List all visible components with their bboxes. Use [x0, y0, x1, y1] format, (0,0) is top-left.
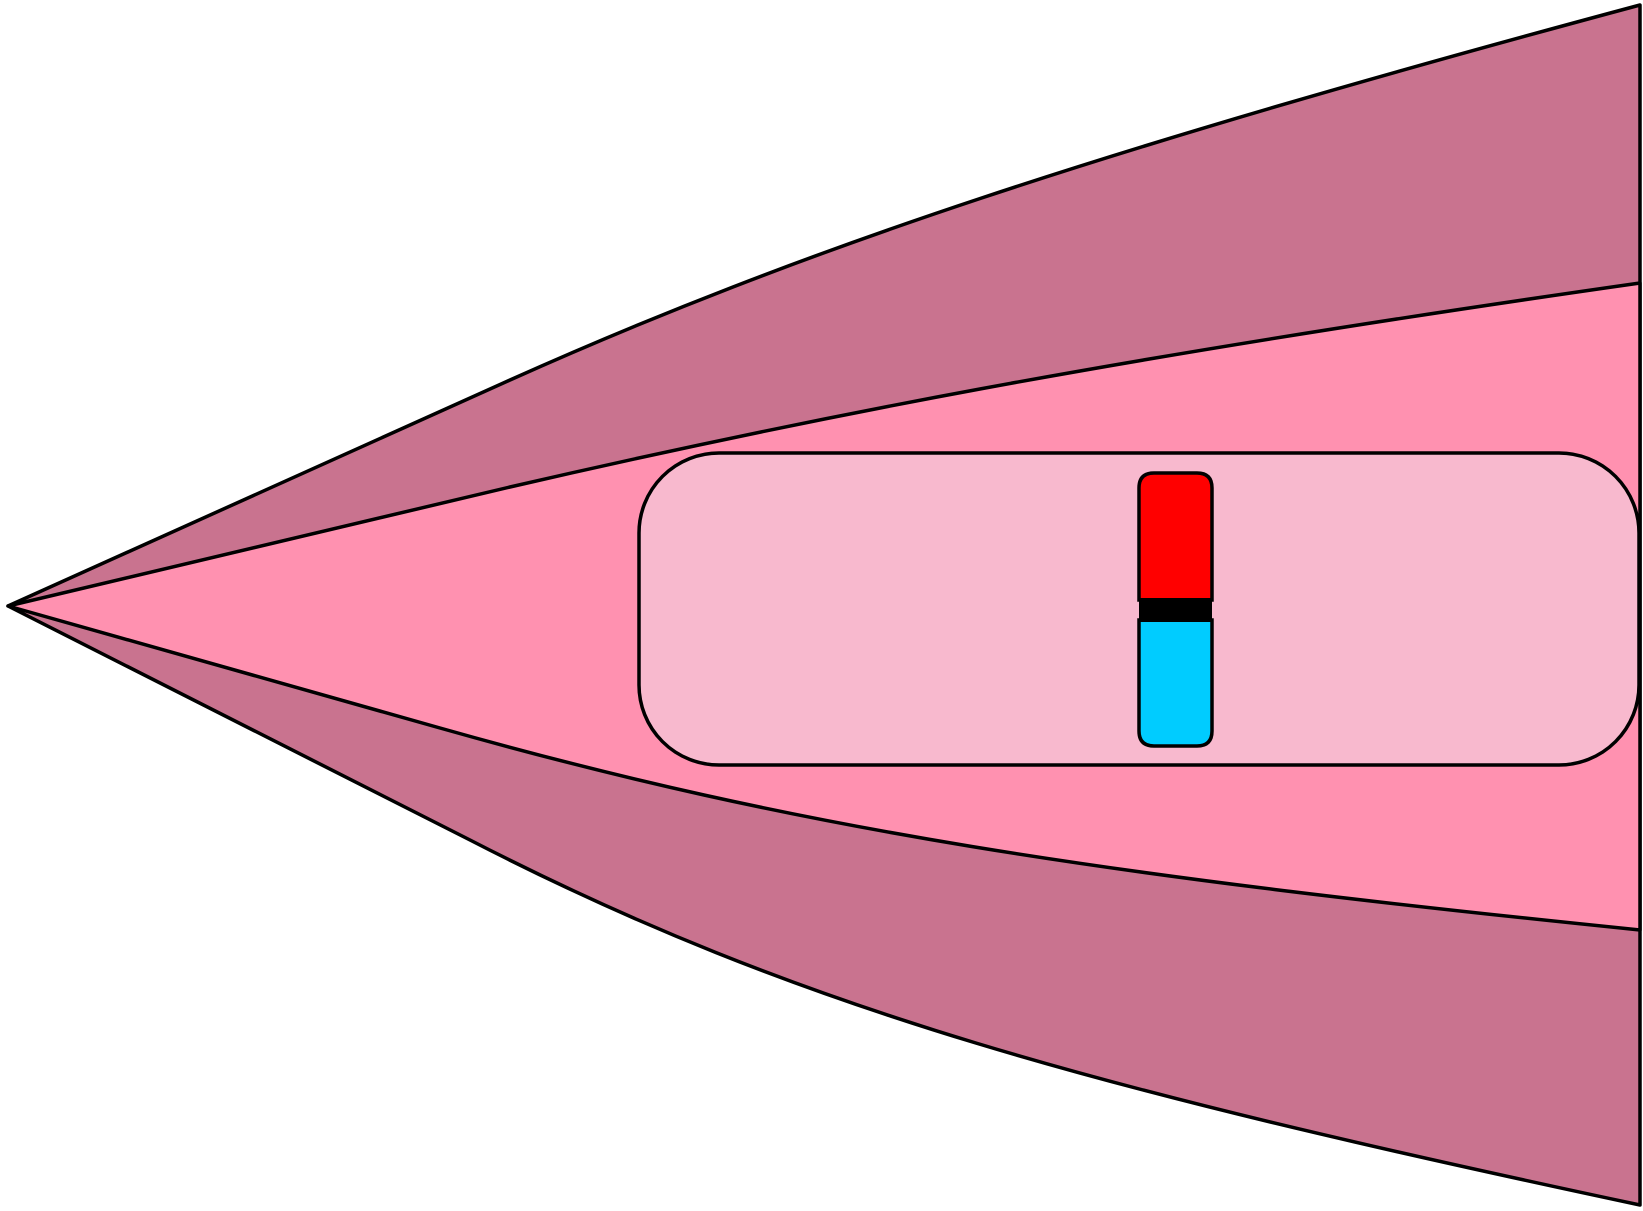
magnet-divider — [1139, 598, 1212, 622]
magnet-north-pole — [1137, 471, 1214, 602]
magnet-south-pole — [1137, 618, 1214, 748]
bar-magnet — [1137, 471, 1214, 748]
